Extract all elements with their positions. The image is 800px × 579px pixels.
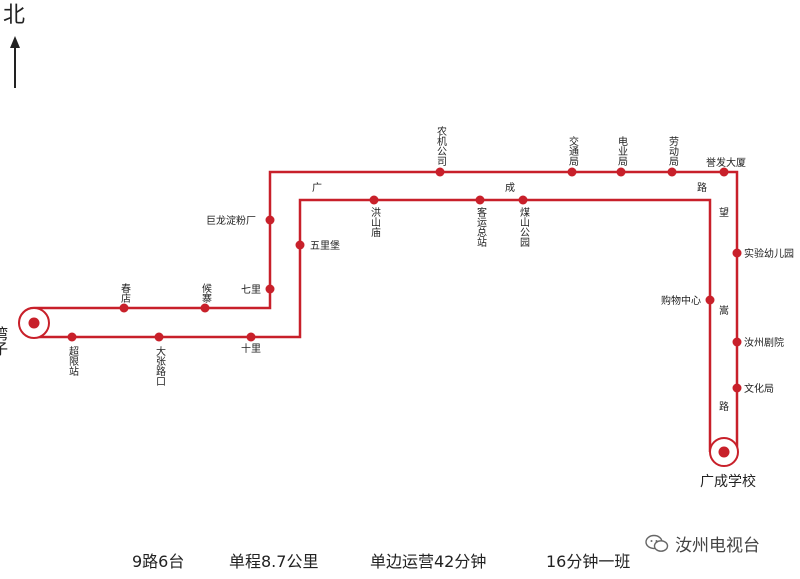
stop-chundian: 春店: [119, 283, 131, 304]
route-distance: 单程8.7公里: [229, 552, 319, 571]
stop-laodong: 劳动局: [667, 135, 679, 167]
stop-dot: [295, 240, 305, 250]
stop-dot: [265, 215, 275, 225]
stop-houzhai: 候寨: [200, 282, 212, 303]
stop-hongshanmiao: 洪山庙: [369, 207, 381, 238]
north-label: 北: [3, 3, 25, 28]
route-return: [34, 198, 712, 452]
stop-qili: 七里: [241, 284, 261, 296]
route-interval: 16分钟一班: [546, 552, 631, 571]
stop-juyuan: 汝州剧院: [744, 336, 784, 349]
road-char: 嵩: [719, 305, 729, 317]
stop-dot: [369, 195, 379, 205]
stop-dot: [732, 337, 742, 347]
stop-dot: [265, 284, 275, 294]
stop-dot: [732, 383, 742, 393]
stop-dot: [67, 332, 77, 342]
stop-yufa: 誉发大厦: [706, 156, 746, 169]
stop-dot: [732, 248, 742, 258]
stop-dots: [67, 167, 742, 393]
stop-dot: [246, 332, 256, 342]
stop-dot: [518, 195, 528, 205]
route-number: 9路6台: [132, 552, 185, 571]
stop-dot: [154, 332, 164, 342]
road-char: 成: [505, 182, 515, 194]
stop-jiaotong: 交通局: [567, 135, 579, 167]
stop-dot: [475, 195, 485, 205]
wechat-icon: [645, 534, 669, 552]
watermark: 汝州电视台: [645, 531, 760, 556]
stop-dot: [616, 167, 626, 177]
terminal-south-label: 广成学校: [700, 473, 756, 490]
route-outbound: [34, 170, 739, 452]
stop-keyun: 客运总站: [475, 206, 487, 248]
stop-meishan: 煤山公园: [518, 206, 530, 248]
stop-wenhua: 文化局: [744, 382, 774, 395]
stop-dot: [567, 167, 577, 177]
terminal-south-marker: [709, 437, 739, 467]
stop-nongji: 农机公司: [435, 125, 447, 166]
road-char: 路: [719, 400, 729, 413]
stop-dot: [667, 167, 677, 177]
terminal-west-label: 湾子: [0, 326, 9, 356]
stop-julong: 巨龙淀粉厂: [206, 214, 256, 227]
stop-dot: [719, 167, 729, 177]
stop-gouwu: 购物中心: [661, 294, 701, 307]
road-char: 广: [312, 182, 322, 194]
stop-shili: 十里: [241, 342, 261, 355]
stop-shiyan: 实验幼儿园: [744, 247, 794, 260]
terminal-west-marker: [18, 307, 50, 339]
north-arrow-icon: [10, 36, 20, 88]
watermark-text: 汝州电视台: [675, 536, 760, 556]
stop-dot: [705, 295, 715, 305]
stop-dot: [435, 167, 445, 177]
stop-dot: [119, 303, 129, 313]
stop-dazhanglukou: 大张路口: [154, 345, 166, 386]
stop-dianye: 电业局: [616, 135, 628, 167]
stop-wulipu: 五里堡: [310, 239, 340, 252]
stop-chaoxianzhan: 超限站: [67, 345, 79, 377]
route-info-footer: 9路6台 单程8.7公里 单边运营42分钟 16分钟一班: [0, 548, 800, 578]
road-char: 路: [697, 181, 707, 194]
route-duration: 单边运营42分钟: [370, 552, 487, 571]
stop-dot: [200, 303, 210, 313]
road-char: 望: [719, 206, 729, 219]
